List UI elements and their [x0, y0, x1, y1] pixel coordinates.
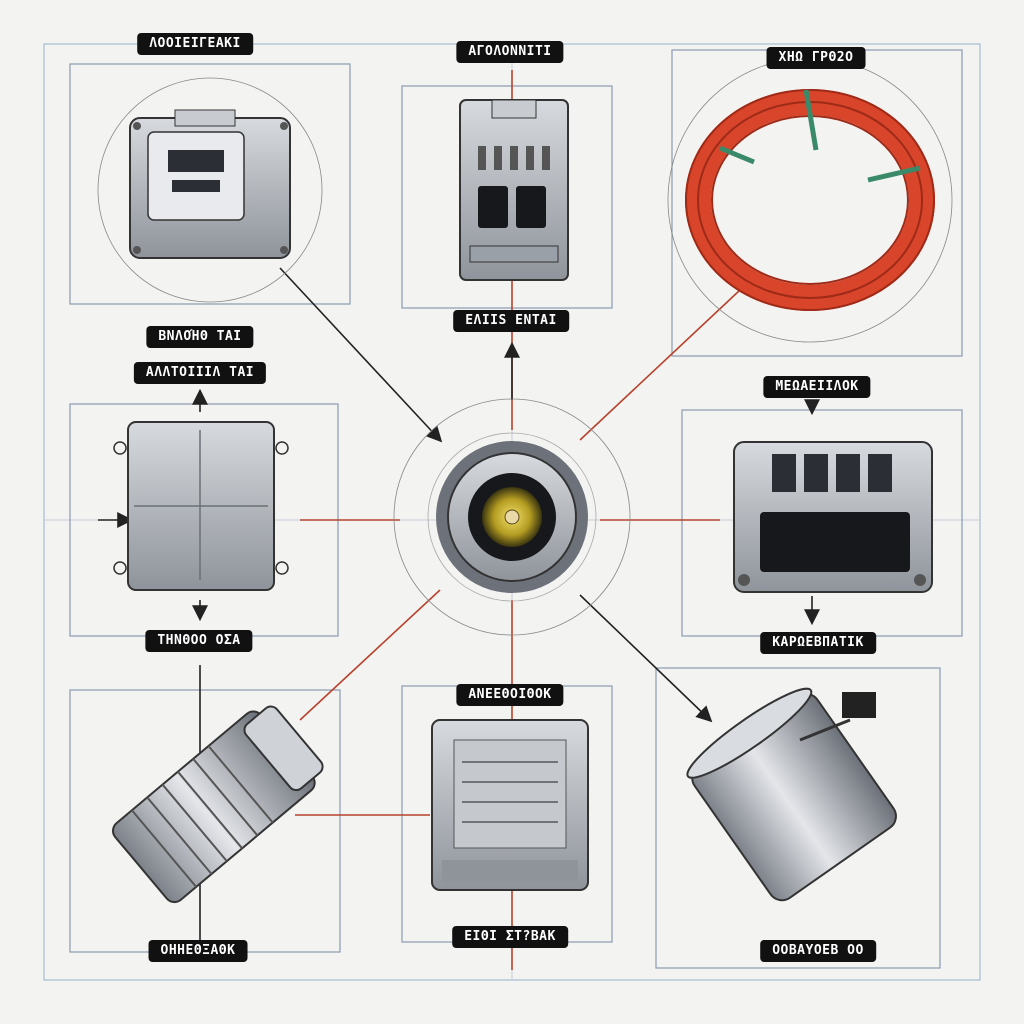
label-bottom-left: ΟΗΗΕΘΞΑΘΚ — [148, 940, 248, 962]
control-module — [733, 441, 933, 593]
finned-cylinder — [112, 705, 324, 904]
switch-module — [459, 99, 569, 281]
label-top-right: ΧΗΩ ΓΡΘ2Ο — [766, 47, 866, 69]
label-bottom-center-top: ΑΝΕΕΘΟΙΘΟΚ — [456, 684, 564, 706]
cable-coil — [667, 57, 953, 343]
label-right-mid: ΜΕΩΑΕΙΙΛΟΚ — [763, 376, 871, 398]
label-left-lower: ΤΗΝΘΟΟ ΟΣΑ — [145, 630, 253, 652]
enclosure-box — [113, 421, 289, 591]
panel-box — [431, 719, 589, 891]
label-bottom-right: ΟΟΒΑΥΟΕΒ ΟΟ — [760, 940, 876, 962]
motor-canister — [686, 687, 897, 902]
label-center-up: ΕΛΙΙS ΕΝΤΑΙ — [453, 310, 569, 332]
label-right-lower: ΚΑΡΩΕΒΠΑΤΙΚ — [760, 632, 876, 654]
label-bottom-center: ΕΙΘΙ ΣΤ?ΒΑΚ — [452, 926, 568, 948]
label-top-center: ΑΓΟΛΟΝΝΙΤΙ — [456, 41, 564, 63]
label-left-b: ΑΛΛΤΟΙΙΙΛ ΤΑΙ — [133, 362, 267, 384]
label-left-a: ΒΝΛΟΉΘ ΤΑΙ — [146, 326, 254, 348]
label-top-left: ΛΟΟΙΕΙΓΕΑΚΙ — [137, 33, 253, 55]
center-connector — [393, 398, 631, 636]
meter-module — [97, 77, 323, 303]
